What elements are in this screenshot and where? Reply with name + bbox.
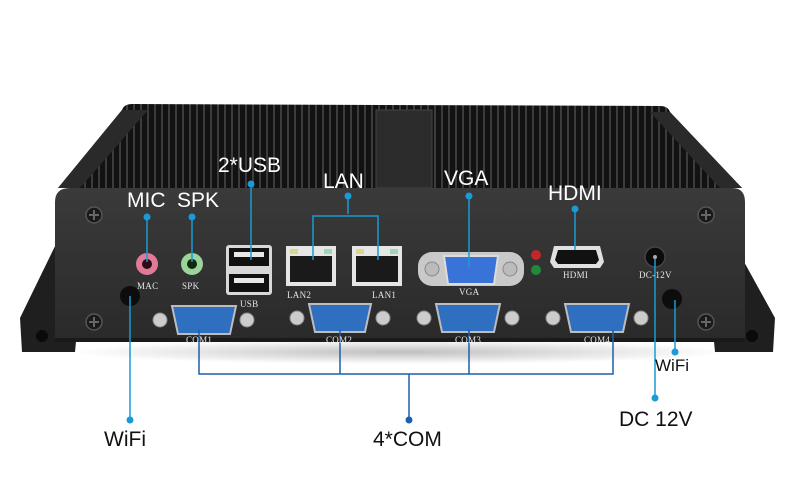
silk-mic: MAC bbox=[137, 281, 159, 291]
screw-icon bbox=[85, 206, 103, 224]
callout-dot bbox=[651, 394, 659, 402]
led-red bbox=[531, 250, 541, 260]
led-green bbox=[531, 265, 541, 275]
callout-dot bbox=[143, 213, 151, 221]
callout-dot bbox=[571, 205, 579, 213]
screw-icon bbox=[697, 313, 715, 331]
spk-jack bbox=[181, 253, 203, 275]
screw-icon bbox=[85, 313, 103, 331]
label-usb: 2*USB bbox=[218, 154, 282, 177]
lan1-port bbox=[352, 246, 402, 286]
mic-jack bbox=[136, 253, 158, 275]
callout-lines bbox=[126, 180, 679, 424]
silk-com3: COM3 bbox=[455, 335, 482, 345]
callout-dot bbox=[405, 416, 413, 424]
callout-bracket-lan bbox=[312, 215, 379, 260]
callout-bracket-com bbox=[198, 330, 614, 375]
callout-dot bbox=[188, 213, 196, 221]
silk-lan1: LAN1 bbox=[372, 290, 397, 300]
callout-dot bbox=[671, 348, 679, 356]
silk-vga: VGA bbox=[459, 287, 480, 297]
label-wifi-left: WiFi bbox=[104, 428, 146, 451]
label-lan: LAN bbox=[323, 170, 364, 193]
callout-lines-com bbox=[198, 330, 614, 424]
vga-port bbox=[418, 252, 524, 286]
drop-shadow bbox=[70, 340, 730, 364]
com1-port bbox=[152, 305, 255, 335]
callout-dot bbox=[126, 416, 134, 424]
silk-com2: COM2 bbox=[326, 335, 353, 345]
label-wifi-right: WiFi bbox=[655, 356, 689, 375]
lan2-port bbox=[286, 246, 336, 286]
label-dc: DC 12V bbox=[619, 408, 693, 431]
silk-com1: COM1 bbox=[186, 335, 213, 345]
com3-port bbox=[416, 303, 520, 333]
silk-hdmi: HDMI bbox=[563, 270, 589, 280]
silk-lan2: LAN2 bbox=[287, 290, 312, 300]
label-com: 4*COM bbox=[373, 428, 442, 451]
label-hdmi: HDMI bbox=[548, 182, 602, 205]
label-vga: VGA bbox=[444, 167, 489, 190]
hdmi-port bbox=[550, 246, 604, 268]
silk-usb: USB bbox=[240, 299, 259, 309]
com4-port bbox=[545, 303, 649, 333]
label-mic: MIC bbox=[127, 189, 166, 212]
callout-dot bbox=[247, 180, 255, 188]
heatsink-fins bbox=[58, 104, 742, 189]
silk-com4: COM4 bbox=[584, 335, 611, 345]
callout-dot bbox=[344, 192, 352, 200]
usb-port-stack bbox=[226, 245, 272, 295]
callout-dot bbox=[465, 192, 473, 200]
silk-spk: SPK bbox=[182, 281, 200, 291]
screw-icon bbox=[697, 206, 715, 224]
silk-dc: DC-12V bbox=[639, 270, 672, 280]
com2-port bbox=[289, 303, 391, 333]
label-spk: SPK bbox=[177, 189, 220, 212]
wifi-antenna-hole-right bbox=[662, 289, 682, 309]
